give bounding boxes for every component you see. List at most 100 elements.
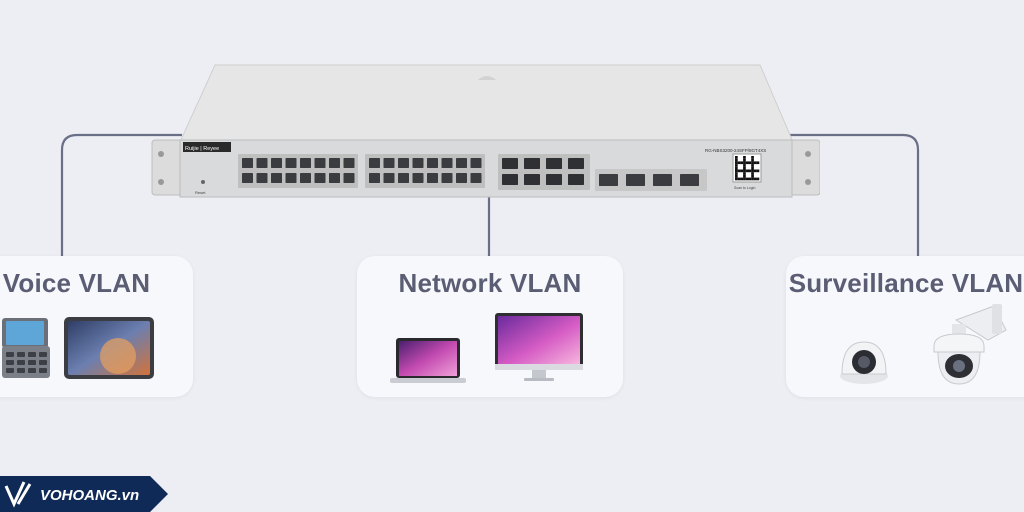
ip-phone-icon	[2, 318, 50, 378]
qr-module	[735, 172, 738, 175]
dome-camera-icon	[840, 341, 888, 384]
qr-module	[743, 161, 746, 165]
qr-module	[751, 161, 754, 165]
qr-module	[753, 169, 757, 173]
sfp-port-block-1	[238, 154, 358, 188]
qr-module	[756, 161, 760, 165]
rack-ear-left	[151, 139, 183, 196]
qr-module	[753, 177, 757, 181]
rj45-port	[568, 158, 584, 169]
sfp-port	[329, 173, 340, 183]
sfp-port	[300, 158, 311, 168]
qr-module	[743, 164, 746, 167]
voice-vlan-title: Voice VLAN	[2, 268, 151, 298]
qr-module	[735, 177, 738, 181]
sfp-port	[470, 173, 482, 183]
surveillance-connector	[790, 133, 920, 256]
rack-ear-right	[789, 139, 820, 196]
sfp-port	[398, 158, 409, 168]
qr-caption: Scan to Login	[734, 186, 755, 190]
switch-brand: Ruijie | Reyee	[185, 146, 219, 152]
rj45-port	[524, 174, 540, 185]
qr-module	[737, 161, 741, 165]
sfp-port	[285, 173, 297, 183]
qr-module	[743, 166, 746, 170]
network-vlan-title: Network VLAN	[398, 268, 582, 298]
qr-module	[743, 174, 746, 178]
sfp-port	[271, 173, 282, 183]
rj45-port	[524, 158, 540, 169]
qr-module	[748, 169, 752, 173]
sfp-port	[427, 173, 438, 183]
qr-module	[735, 161, 738, 165]
sfp-port	[271, 158, 282, 168]
qr-module	[751, 172, 754, 175]
qr-module	[743, 156, 746, 159]
qr-module	[735, 166, 738, 170]
sfp-port	[256, 173, 268, 183]
sfp-port	[242, 173, 253, 183]
switch-model-label: RG-NBS3200-24SFP/8GT4XS	[705, 148, 766, 153]
sfp-port	[441, 173, 453, 183]
sfp-port	[314, 158, 326, 168]
qr-module	[751, 158, 754, 162]
sfp-port	[470, 158, 482, 168]
ptz-camera-icon	[933, 304, 1007, 385]
qr-module	[743, 172, 746, 175]
sfp-port	[427, 158, 438, 168]
qr-module	[748, 161, 752, 165]
sfp-port	[456, 173, 467, 183]
qr-module	[745, 177, 749, 181]
sfp-plus-port	[653, 174, 672, 186]
sfp-plus-port-block	[595, 169, 707, 191]
qr-module	[751, 169, 754, 173]
desktop-monitor-icon	[495, 313, 583, 381]
qr-module	[743, 169, 746, 173]
rj45-port	[502, 158, 518, 169]
sfp-plus-port	[626, 174, 645, 186]
qr-module	[735, 164, 738, 167]
sfp-port	[329, 158, 340, 168]
qr-module	[756, 169, 760, 173]
qr-module	[735, 156, 738, 159]
qr-module	[740, 169, 744, 173]
sfp-port	[369, 173, 380, 183]
sfp-port	[441, 158, 453, 168]
sfp-port	[398, 173, 409, 183]
sfp-port	[383, 173, 395, 183]
sfp-port	[412, 158, 424, 168]
sfp-port	[412, 173, 424, 183]
qr-module	[751, 166, 754, 170]
sfp-port	[383, 158, 395, 168]
surveillance-vlan-title: Surveillance VLAN	[788, 268, 1024, 298]
sfp-port	[456, 158, 467, 168]
qr-module	[751, 164, 754, 167]
sfp-port	[300, 173, 311, 183]
sfp-port	[242, 158, 253, 168]
qr-module	[740, 177, 744, 181]
qr-module	[753, 161, 757, 165]
sfp-port	[285, 158, 297, 168]
sfp-port	[343, 173, 355, 183]
network-vlan-card: Network VLAN	[357, 256, 623, 397]
qr-module	[743, 158, 746, 162]
rj45-port	[568, 174, 584, 185]
sfp-plus-port	[599, 174, 618, 186]
rj45-port	[502, 174, 518, 185]
qr-module	[737, 169, 741, 173]
qr-module	[751, 174, 754, 178]
surveillance-vlan-card: Surveillance VLAN	[786, 256, 1024, 397]
sfp-port	[256, 158, 268, 168]
sfp-port-block-2	[365, 154, 485, 188]
rj45-port	[546, 174, 562, 185]
reset-label: Reset	[195, 190, 206, 195]
voice-connector	[60, 133, 182, 256]
qr-module	[735, 169, 738, 173]
qr-module	[745, 169, 749, 173]
qr-module	[735, 174, 738, 178]
sfp-plus-port	[680, 174, 699, 186]
rj45-port-block	[498, 154, 590, 190]
qr-module	[756, 177, 760, 181]
